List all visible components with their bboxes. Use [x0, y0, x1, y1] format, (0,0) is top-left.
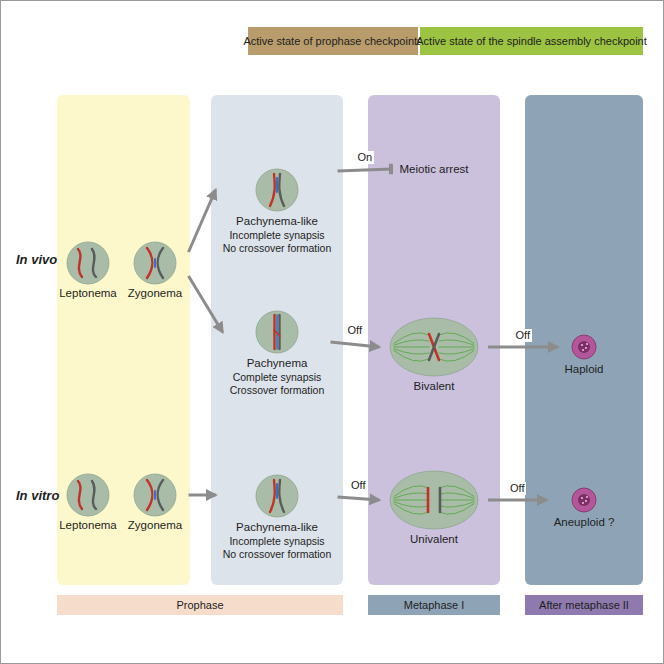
- spindle-cell: Bivalent: [382, 315, 486, 394]
- cell-stage-illustration: [251, 308, 303, 356]
- stage-label: Zygonema: [124, 518, 187, 533]
- arrow-connector: [488, 346, 558, 349]
- stage-label: Zygonema: [124, 286, 187, 301]
- checkpoint-state: Off: [514, 329, 532, 342]
- stage-note: Incomplete synapsis: [219, 535, 336, 548]
- stage-note: Complete synapsis: [226, 371, 329, 384]
- cell-stage: PachynemaComplete synapsisCrossover form…: [226, 308, 329, 397]
- checkpoint-header: Active state of the spindle assembly che…: [420, 27, 643, 55]
- stage-label: Aneuploid ?: [550, 515, 619, 530]
- header-text: Metaphase I: [404, 599, 465, 612]
- cell-stage: Pachynema-likeIncomplete synapsisNo cros…: [219, 472, 336, 561]
- stage-note: Incomplete synapsis: [219, 229, 336, 242]
- gamete-cell: Aneuploid ?: [550, 485, 619, 530]
- spindle-cell: Univalent: [382, 468, 486, 547]
- pachytene-panel: [211, 95, 343, 585]
- stage-label: Meiotic arrest: [395, 162, 473, 177]
- arrow-connector: [338, 497, 380, 500]
- cell-stage-illustration: [63, 240, 113, 286]
- checkpoint-header: Active state of prophase checkpoints: [248, 27, 418, 55]
- row-label: In vivo: [16, 252, 57, 267]
- header-text: Active state of prophase checkpoints: [243, 35, 422, 48]
- phase-bar: After metaphase II: [525, 595, 643, 615]
- arrow-connector: [189, 494, 216, 497]
- cell-stage-illustration: [130, 472, 180, 518]
- cell-stage-illustration: [251, 166, 303, 214]
- arrow-connector: [338, 169, 393, 171]
- gamete-cell-illustration: [569, 485, 599, 515]
- spindle-cell-illustration: [386, 315, 482, 379]
- cell-stage: Zygonema: [124, 472, 187, 533]
- stage-label: Pachynema-like: [219, 520, 336, 535]
- stage-label: Leptonema: [55, 286, 121, 301]
- checkpoint-state: On: [355, 151, 374, 164]
- arrow-connector: [331, 342, 380, 347]
- cell-stage: Pachynema-likeIncomplete synapsisNo cros…: [219, 166, 336, 255]
- phase-bar: Metaphase I: [368, 595, 500, 615]
- arrow-connector: [189, 190, 216, 252]
- post-metaphase-panel: [525, 95, 643, 585]
- cell-stage: Leptonema: [55, 472, 121, 533]
- cell-stage: Zygonema: [124, 240, 187, 301]
- stage-label: Leptonema: [55, 518, 121, 533]
- header-text: Prophase: [176, 599, 223, 612]
- spindle-cell-illustration: [386, 468, 482, 532]
- stage-label: Pachynema: [226, 356, 329, 371]
- stage-note: No crossover formation: [219, 242, 336, 255]
- stage-label: Univalent: [382, 532, 486, 547]
- cell-stage-illustration: [130, 240, 180, 286]
- stage-label: Pachynema-like: [219, 214, 336, 229]
- row-label: In vitro: [16, 488, 59, 503]
- prophase-early-panel: [57, 95, 190, 585]
- header-text: After metaphase II: [539, 599, 629, 612]
- gamete-cell-illustration: [569, 332, 599, 362]
- cell-stage-illustration: [63, 472, 113, 518]
- stage-label: Haploid: [561, 362, 608, 377]
- stage-note: Crossover formation: [226, 384, 329, 397]
- stage-label: Bivalent: [382, 379, 486, 394]
- header-text: Active state of the spindle assembly che…: [416, 35, 647, 48]
- phase-bar: Prophase: [57, 595, 343, 615]
- arrow-connector: [488, 499, 547, 502]
- outcome-text: Meiotic arrest: [395, 162, 473, 177]
- arrow-connector: [189, 276, 223, 332]
- gamete-cell: Haploid: [561, 332, 608, 377]
- stage-note: No crossover formation: [219, 548, 336, 561]
- checkpoint-state: Off: [349, 479, 367, 492]
- checkpoint-state: Off: [508, 482, 526, 495]
- cell-stage: Leptonema: [55, 240, 121, 301]
- cell-stage-illustration: [251, 472, 303, 520]
- checkpoint-state: Off: [346, 324, 364, 337]
